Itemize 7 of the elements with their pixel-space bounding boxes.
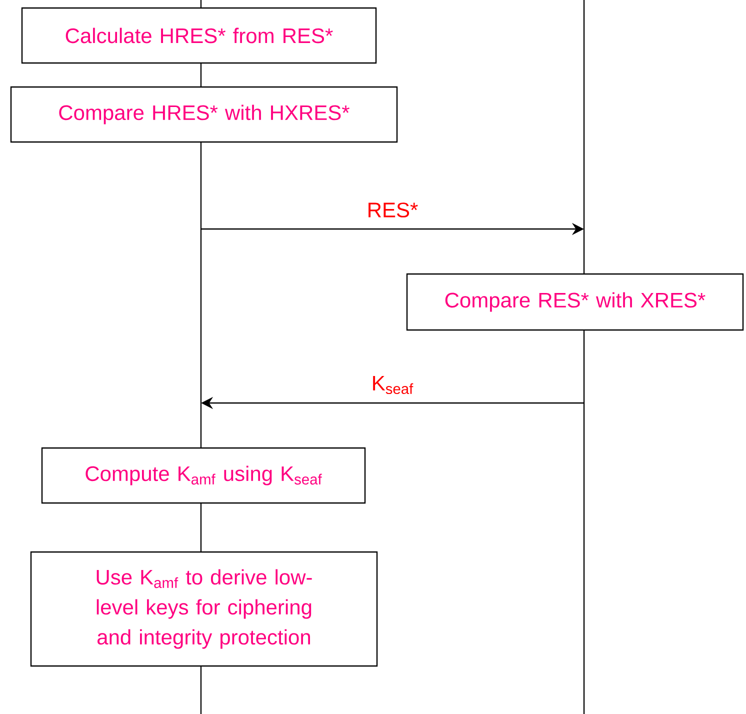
process-box: Calculate HRES* from RES*: [21, 7, 377, 64]
edge-label: K$_{seaf}$: [373, 376, 414, 394]
process-box: Compare RES* with XRES*: [406, 273, 744, 331]
process-box: Compare HRES* with HXRES*: [10, 86, 398, 143]
process-box: Use K$_{amf}$ to derive low-level keys for ciphering and integrity protection: [30, 551, 378, 667]
edge-label: RES*: [368, 202, 418, 218]
process-box: Compute K$_{amf}$ using K$_{seaf}$: [41, 447, 366, 504]
